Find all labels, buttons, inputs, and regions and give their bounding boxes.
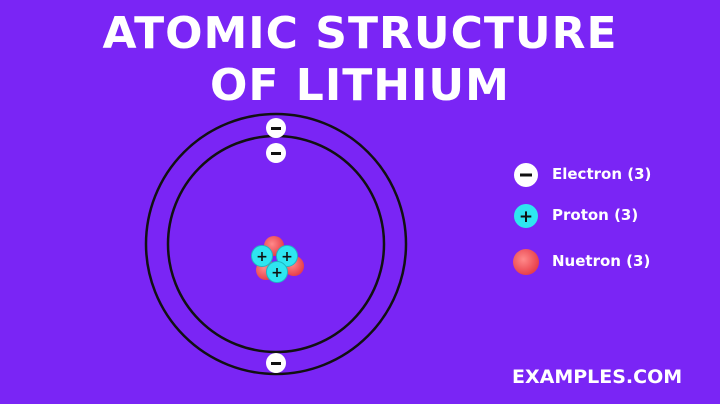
svg-text:+: + bbox=[271, 265, 283, 281]
proton-icon: + bbox=[514, 204, 538, 228]
title-line-1: ATOMIC STRUCTURE bbox=[102, 8, 618, 59]
legend-neutron-label: Nuetron (3) bbox=[552, 252, 651, 270]
nucleus: + + + bbox=[251, 236, 304, 283]
svg-text:+: + bbox=[281, 249, 293, 265]
legend-proton-label: Proton (3) bbox=[552, 206, 639, 224]
electron-icon bbox=[514, 163, 538, 187]
outer-orbit bbox=[144, 112, 408, 376]
proton: + bbox=[251, 245, 273, 267]
svg-text:+: + bbox=[519, 207, 533, 227]
neutron-icon bbox=[513, 249, 539, 275]
electron-inner-top bbox=[266, 143, 286, 163]
proton: + bbox=[276, 245, 298, 267]
title-line-2: OF LITHIUM bbox=[210, 60, 510, 111]
proton: + bbox=[266, 261, 288, 283]
legend-electron-label: Electron (3) bbox=[552, 165, 652, 183]
electron-inner-bottom bbox=[266, 353, 286, 373]
svg-text:+: + bbox=[256, 249, 268, 265]
brand-watermark: EXAMPLES.COM bbox=[512, 366, 683, 388]
electron-outer-top bbox=[266, 118, 286, 138]
